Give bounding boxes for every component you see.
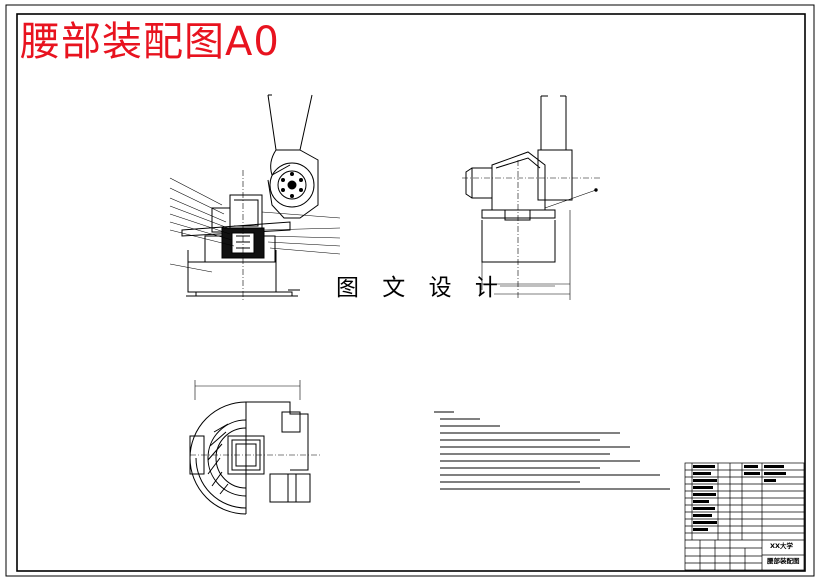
watermark-text: 图 文 设 计 [336, 275, 506, 301]
title-block-drawing-name: 腰部装配图 [766, 556, 800, 565]
top-view [189, 380, 320, 515]
title-block-school: XX大学 [770, 541, 794, 550]
inner-border [16, 13, 806, 572]
drawing-title: 腰部装配图A0 [20, 19, 280, 65]
side-view [462, 95, 600, 300]
front-view [169, 94, 341, 300]
technical-notes [434, 411, 670, 490]
title-block [684, 462, 805, 571]
outer-border [5, 4, 815, 577]
